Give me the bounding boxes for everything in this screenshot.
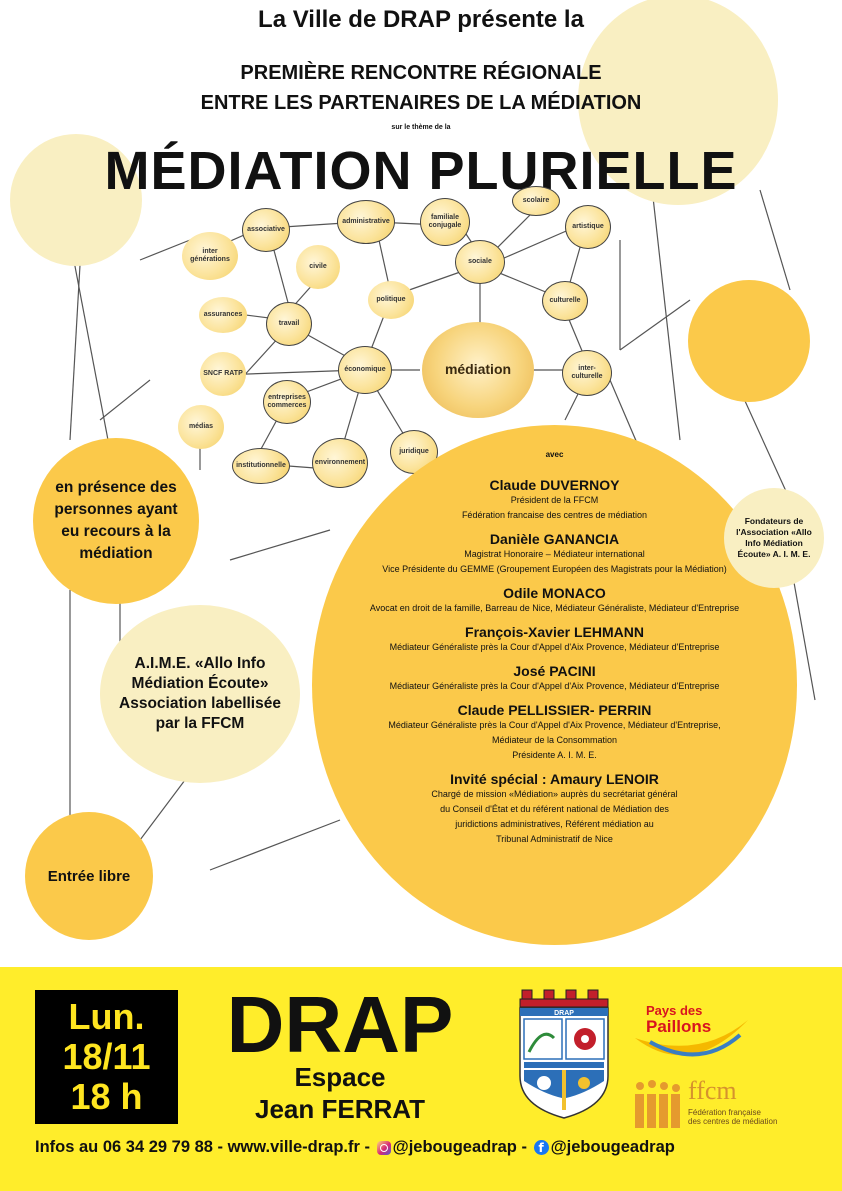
decor-circle-right [688, 280, 810, 402]
node-institutionnelle: institutionnelle [232, 448, 290, 484]
paillons-logo [635, 1020, 748, 1057]
node-sociale: sociale [455, 240, 505, 284]
guest-role: juridictions administratives, Référent m… [455, 819, 654, 829]
guest-role: Vice Présidente du GEMME (Groupement Eur… [382, 564, 727, 574]
paillons-line2: Paillons [646, 1017, 712, 1036]
guest-name: José PACINI [513, 663, 596, 679]
guest-list: avec Claude DUVERNOY Président de la FFC… [312, 430, 797, 847]
node-intergenerations: inter générations [182, 232, 238, 280]
node-entreprises: entreprises commerces [263, 380, 311, 424]
guest-role: Chargé de mission «Médiation» auprès du … [431, 789, 678, 799]
guest-role: Magistrat Honoraire – Médiateur internat… [464, 549, 645, 559]
event-time: 18 h [70, 1076, 143, 1117]
decor-circle-left [10, 134, 142, 266]
node-artistique: artistique [565, 205, 611, 249]
node-travail: travail [266, 302, 312, 346]
ffcm-sub-line2: des centres de médiation [688, 1117, 778, 1126]
event-date: 18/11 [62, 1036, 151, 1077]
infos-line: Infos au 06 34 29 79 88 - www.ville-drap… [35, 1138, 825, 1157]
guest-name: Claude PELLISSIER- PERRIN [457, 702, 652, 718]
guest-role: Médiateur Généraliste près la Cour d'App… [388, 720, 721, 730]
instagram-handle[interactable]: @jebougeadrap [392, 1138, 517, 1157]
guest-role: Avocat en droit de la famille, Barreau d… [369, 603, 740, 613]
node-culturelle: culturelle [542, 281, 588, 321]
aime-bubble: A.I.M.E. «Allo Info Médiation Écoute» As… [100, 605, 300, 783]
node-mediation: médiation [422, 322, 534, 418]
ffcm-sub-line1: Fédération française [688, 1108, 761, 1117]
guest-name: Claude DUVERNOY [489, 477, 620, 493]
guests-circle [312, 425, 797, 945]
presence-bubble: en présence des personnes ayant eu recou… [33, 438, 199, 604]
main-title: MÉDIATION PLURIELLE [104, 141, 738, 201]
presents-line: La Ville de DRAP présente la [258, 6, 584, 33]
guest-role: Tribunal Administratif de Nice [496, 834, 613, 844]
infos-text: Infos au 06 34 29 79 88 - www.ville-drap… [35, 1138, 371, 1157]
entree-bubble: Entrée libre [25, 812, 153, 940]
guest-name: Danièle GANANCIA [489, 531, 620, 547]
node-assurances: assurances [199, 297, 247, 333]
guest-role: Médiateur Généraliste près la Cour d'App… [389, 681, 720, 691]
paillons-line1: Pays des [646, 1003, 703, 1018]
guest-role: du Conseil d'État et du référent nationa… [440, 804, 669, 814]
title-line-1: PREMIÈRE RENCONTRE RÉGIONALE [240, 62, 602, 84]
footer-separator: - [521, 1138, 527, 1157]
node-medias: médias [178, 405, 224, 449]
node-economique: économique [338, 346, 392, 394]
facebook-icon: f [533, 1140, 549, 1156]
entree-text: Entrée libre [47, 867, 131, 885]
guest-lehmann: François-Xavier LEHMANN Médiateur Généra… [312, 624, 797, 655]
ffcm-logo [635, 1080, 680, 1128]
decor-circle-top-right [578, 0, 778, 205]
node-administrative: administrative [337, 200, 395, 244]
guest-role: Fédération francaise des centres de médi… [461, 510, 648, 520]
event-city: DRAP [226, 980, 454, 1069]
guest-pellissier-perrin: Claude PELLISSIER- PERRIN Médiateur Géné… [312, 702, 797, 763]
guest-role: Présidente A. I. M. E. [512, 750, 597, 760]
paillons-text: Pays des Paillons [646, 1003, 711, 1035]
node-sncf: SNCF RATP [200, 352, 246, 396]
guests-avec-label: avec [545, 450, 564, 459]
drap-crest-logo: DRAP [519, 989, 609, 1119]
guest-pacini: José PACINI Médiateur Généraliste près l… [312, 663, 797, 694]
guest-lenoir: Invité spécial : Amaury LENOIR Chargé de… [312, 771, 797, 847]
title-line-2: ENTRE LES PARTENAIRES DE LA MÉDIATION [200, 92, 642, 114]
fondateurs-bubble: Fondateurs de l'Association «Allo Info M… [724, 488, 824, 588]
guest-name: Odile MONACO [503, 585, 606, 601]
instagram-icon [376, 1140, 391, 1155]
date-box: Lun. 18/11 18 h [35, 990, 178, 1124]
facebook-handle[interactable]: @jebougeadrap [550, 1138, 675, 1157]
guest-role: Médiateur de la Consommation [491, 735, 618, 745]
guest-monaco: Odile MONACO Avocat en droit de la famil… [312, 585, 797, 616]
node-politique: politique [368, 281, 414, 319]
node-associative: associative [242, 208, 290, 252]
fondateurs-text: Fondateurs de l'Association «Allo Info M… [736, 516, 812, 559]
presence-text: en présence des personnes ayant eu recou… [54, 479, 178, 562]
event-day: Lun. [68, 996, 145, 1037]
guest-duvernoy: Claude DUVERNOY Président de la FFCM Féd… [312, 477, 797, 523]
theme-intro: sur le thème de la [391, 124, 451, 131]
guest-role: Président de la FFCM [510, 495, 599, 505]
guest-ganancia: Danièle GANANCIA Magistrat Honoraire – M… [312, 531, 797, 577]
ffcm-name: ffcm [688, 1076, 737, 1105]
node-environnement: environnement [312, 438, 368, 488]
guest-role: Médiateur Généraliste près la Cour d'App… [389, 642, 720, 652]
guest-name: François-Xavier LEHMANN [465, 624, 644, 640]
ffcm-subtitle: Fédération française des centres de médi… [688, 1108, 777, 1126]
node-civile: civile [296, 245, 340, 289]
node-familiale: familiale conjugale [420, 198, 470, 246]
aime-text: A.I.M.E. «Allo Info Médiation Écoute» As… [119, 655, 281, 732]
venue-line-2: Jean FERRAT [255, 1094, 425, 1124]
crest-label: DRAP [554, 1010, 574, 1017]
guest-name: Invité spécial : Amaury LENOIR [450, 771, 659, 787]
venue-line-1: Espace [294, 1062, 386, 1092]
node-interculturelle: inter-culturelle [562, 350, 612, 396]
node-scolaire: scolaire [512, 186, 560, 216]
